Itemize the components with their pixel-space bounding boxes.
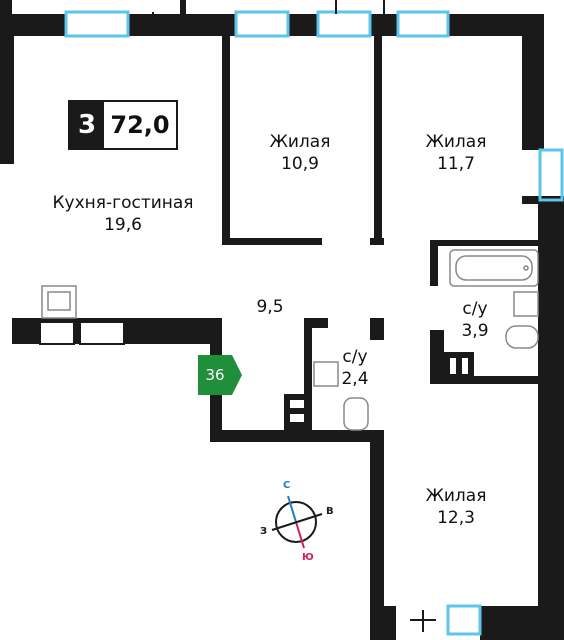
entrance-number: 36: [205, 366, 225, 384]
room-hallway: 9,5: [240, 296, 300, 318]
room-name: Жилая: [425, 486, 487, 506]
bath-3-9-shelves: [444, 352, 474, 376]
apartment-badge: 3 72,0: [68, 100, 178, 150]
room-name: Жилая: [425, 132, 487, 152]
room-name: Кухня-гостиная: [52, 193, 194, 213]
room-bathroom-1: с/у 3,9: [450, 298, 500, 342]
room-area: 2,4: [341, 369, 369, 389]
compass-north: С: [283, 480, 291, 491]
compass: [271, 495, 323, 549]
sink-2-4: [313, 361, 369, 431]
sink-3-9: [505, 291, 539, 349]
windows: [64, 10, 564, 636]
compass-east: В: [326, 506, 334, 517]
room-living-2: Жилая 11,7: [416, 131, 496, 175]
door-marks: [140, 0, 436, 632]
total-area: 72,0: [110, 111, 170, 139]
room-area: 9,5: [256, 297, 284, 317]
room-area: 3,9: [461, 321, 489, 341]
entrance-arrow: [198, 355, 242, 395]
bathtub: [449, 249, 539, 287]
room-name: с/у: [462, 299, 488, 319]
room-living-1: Жилая 10,9: [260, 131, 340, 175]
stove: [41, 285, 77, 319]
compass-west: З: [260, 526, 268, 537]
room-area: 10,9: [281, 154, 319, 174]
room-area: 19,6: [104, 215, 142, 235]
room-kitchen-living: Кухня-гостиная 19,6: [44, 192, 202, 236]
window-frames: [39, 321, 125, 345]
room-name: Жилая: [269, 132, 331, 152]
room-area: 11,7: [437, 154, 475, 174]
room-living-3: Жилая 12,3: [416, 485, 496, 529]
rooms-count: 3: [70, 102, 104, 148]
bath-2-4-shelves: [284, 394, 310, 430]
room-bathroom-2: с/у 2,4: [330, 346, 380, 390]
room-name: с/у: [342, 347, 368, 367]
compass-south: Ю: [302, 552, 314, 563]
room-area: 12,3: [437, 508, 475, 528]
